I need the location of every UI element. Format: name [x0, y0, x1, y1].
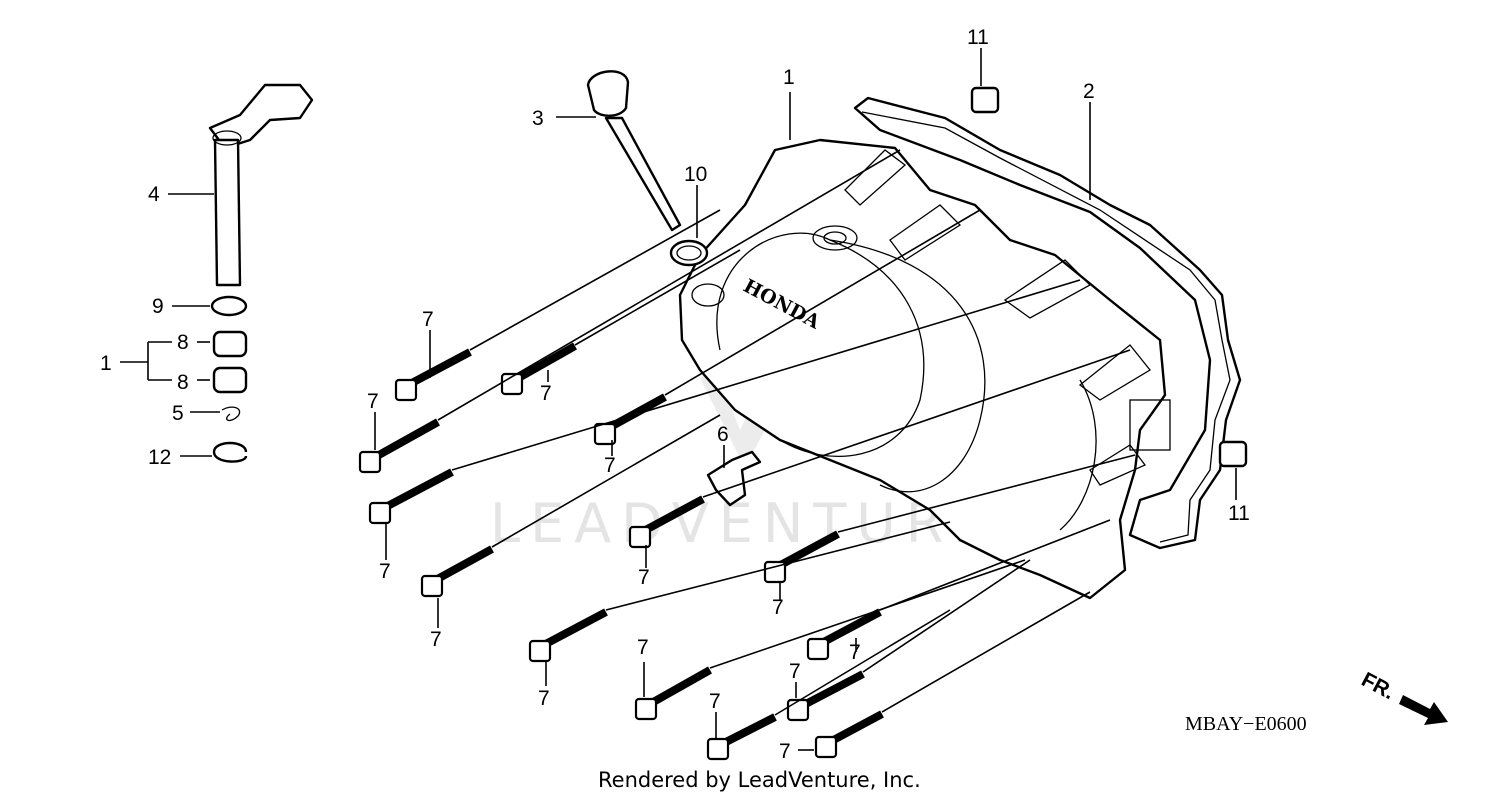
callout-8: 8 [177, 371, 189, 394]
bolt-j [806, 519, 1111, 661]
callout-7: 7 [422, 308, 434, 331]
watermark-text: LEADVENTURE [490, 492, 997, 555]
bolt-n [814, 591, 1091, 759]
callout-7: 7 [538, 687, 550, 710]
leader-lines [120, 48, 1237, 751]
callout-6: 6 [717, 423, 729, 446]
callout-7: 7 [367, 390, 379, 413]
oil-seal [210, 295, 248, 317]
diagram-code: MBAY−E0600 [1185, 713, 1307, 735]
bolt-c [358, 149, 901, 474]
callout-12: 12 [148, 446, 171, 469]
needle-bearing-lower [212, 366, 248, 394]
dowel-pin-top [970, 86, 1000, 114]
callout-7: 7 [789, 660, 801, 683]
crankcase-cover: HONDA [678, 138, 1171, 600]
callout-7: 7 [779, 740, 791, 763]
oil-dipstick [586, 70, 682, 232]
callout-7: 7 [379, 560, 391, 583]
bolt-e [368, 279, 1081, 525]
spring [221, 406, 241, 422]
clamp [706, 450, 762, 507]
snap-ring [212, 441, 248, 463]
render-credit: Rendered by LeadVenture, Inc. [598, 768, 921, 792]
bolt-i [528, 521, 951, 663]
cover-gasket [853, 96, 1242, 550]
bolt-k [634, 559, 1026, 721]
bolts [358, 149, 1136, 761]
bolt-b [500, 249, 741, 396]
front-arrow-icon [1399, 695, 1448, 725]
callout-3: 3 [532, 107, 544, 130]
callout-7: 7 [772, 596, 784, 619]
bolt-g [628, 349, 1131, 549]
callout-7: 7 [849, 641, 861, 664]
callout-7: 7 [637, 636, 649, 659]
callout-2: 2 [1083, 80, 1095, 103]
callout-4: 4 [148, 183, 160, 206]
clutch-lifter-arm [208, 83, 314, 287]
callout-1-assembly: 1 [100, 352, 112, 375]
needle-bearing-upper [212, 330, 248, 358]
bolt-f [420, 414, 721, 598]
callout-1-cover: 1 [783, 66, 795, 89]
front-direction-indicator: FR. [1358, 668, 1448, 725]
callouts: 1 1 2 3 4 5 6 7 7 7 7 7 7 7 7 7 7 7 7 7 … [100, 26, 1250, 763]
callout-11: 11 [967, 26, 989, 49]
o-ring [669, 239, 709, 267]
callout-7: 7 [540, 382, 552, 405]
bolt-m [706, 609, 951, 761]
direction-label: FR. [1358, 668, 1399, 704]
callout-7: 7 [604, 454, 616, 477]
bolt-d [593, 209, 981, 446]
callout-10: 10 [684, 163, 707, 186]
bolt-a [394, 209, 721, 402]
callout-5: 5 [172, 402, 184, 425]
dowel-pin-right [1218, 440, 1248, 468]
callout-8: 8 [177, 331, 189, 354]
callout-7: 7 [709, 690, 721, 713]
callout-7: 7 [638, 566, 650, 589]
callout-7: 7 [430, 628, 442, 651]
callout-9: 9 [152, 295, 164, 318]
callout-11: 11 [1228, 502, 1250, 525]
bolt-h [763, 454, 1136, 584]
